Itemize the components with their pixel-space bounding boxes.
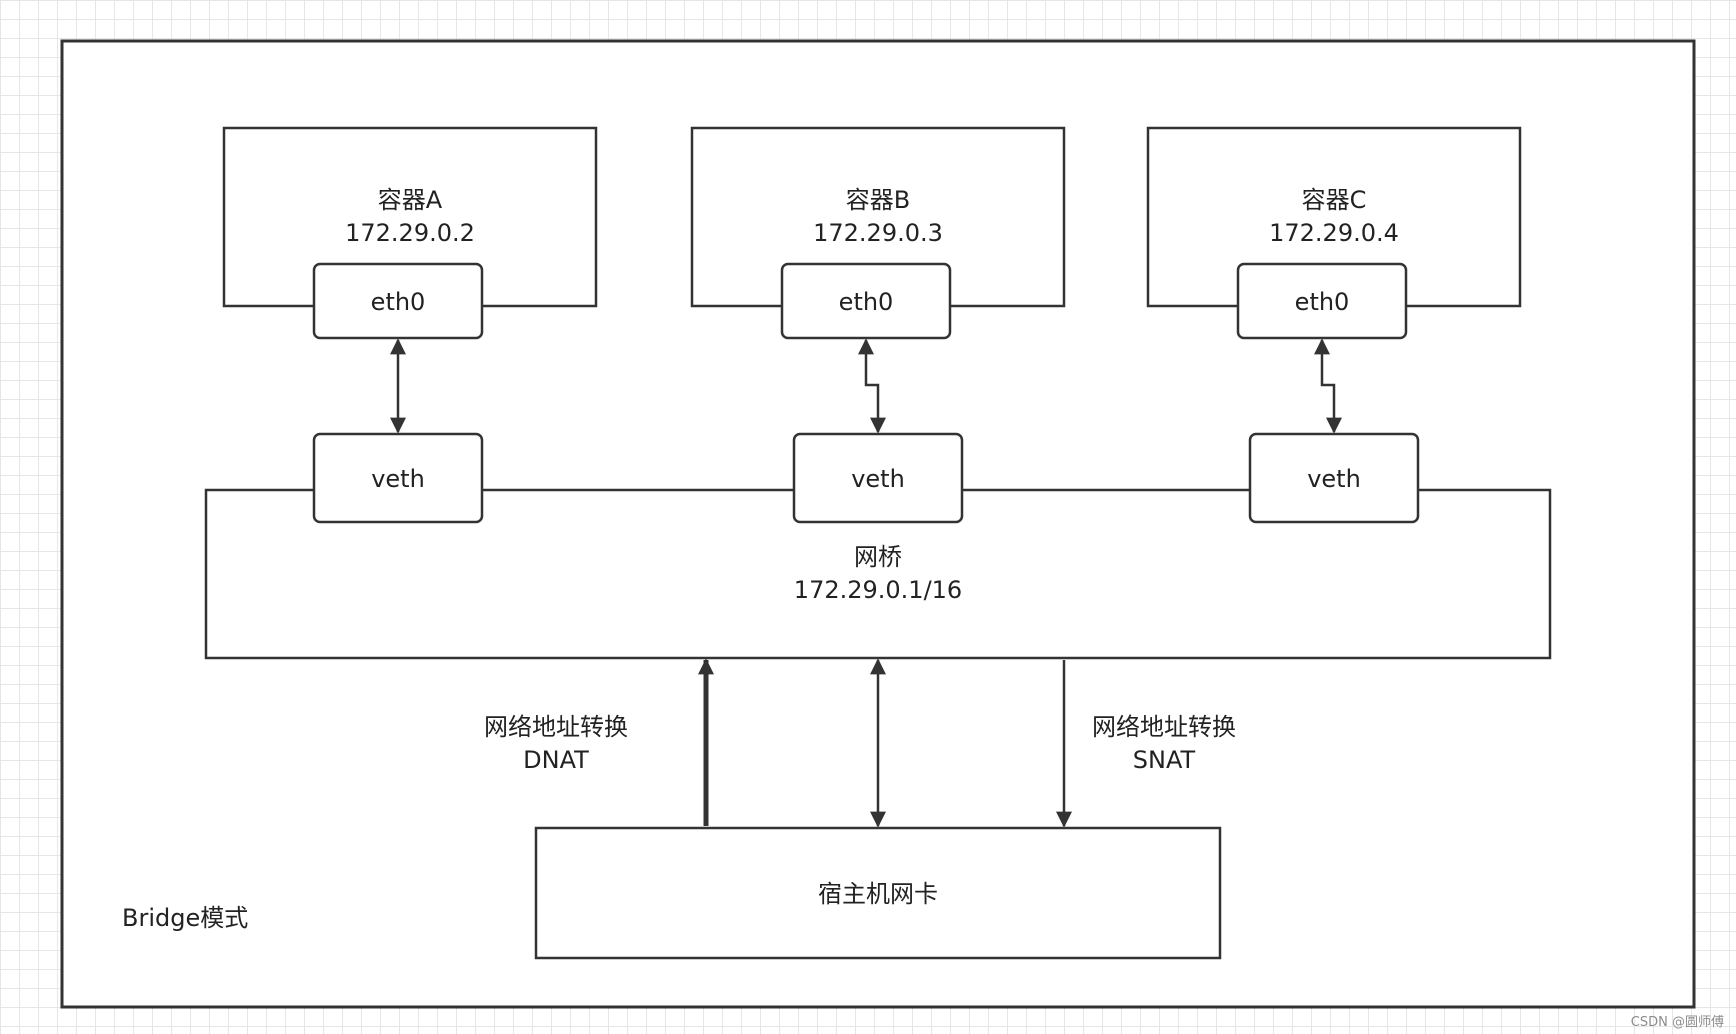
eth0-c-label: eth0 xyxy=(1295,288,1350,316)
container-c-ip: 172.29.0.4 xyxy=(1269,219,1399,247)
eth0-a-box xyxy=(312,262,484,340)
container-a-ip: 172.29.0.2 xyxy=(345,219,475,247)
container-c-name: 容器C xyxy=(1302,186,1367,214)
veth-b-box xyxy=(792,432,964,524)
veth-b-label: veth xyxy=(851,465,905,493)
eth0-c-box xyxy=(1236,262,1408,340)
host-nic-label: 宿主机网卡 xyxy=(818,880,938,908)
dnat-sub: DNAT xyxy=(523,746,589,774)
snat-sub: SNAT xyxy=(1133,746,1196,774)
dnat-title: 网络地址转换 xyxy=(484,713,628,741)
container-a-name: 容器A xyxy=(378,186,443,214)
host-nic-box xyxy=(534,826,1222,960)
snat-title: 网络地址转换 xyxy=(1092,713,1236,741)
veth-c-box xyxy=(1248,432,1420,524)
eth0-a-label: eth0 xyxy=(371,288,426,316)
mode-label: Bridge模式 xyxy=(122,904,248,932)
container-b-ip: 172.29.0.3 xyxy=(813,219,943,247)
bridge-name: 网桥 xyxy=(854,543,902,571)
veth-c-label: veth xyxy=(1307,465,1361,493)
container-b-box xyxy=(690,126,1066,308)
container-b-name: 容器B xyxy=(846,186,910,214)
eth0-veth-b-arrow xyxy=(858,338,886,434)
eth0-veth-c-arrow xyxy=(1314,338,1342,434)
veth-a-label: veth xyxy=(371,465,425,493)
eth0-b-label: eth0 xyxy=(839,288,894,316)
veth-a-box xyxy=(312,432,484,524)
watermark: CSDN @圆师傅 xyxy=(1630,1015,1724,1030)
eth0-b-box xyxy=(780,262,952,340)
bridge-subnet: 172.29.0.1/16 xyxy=(794,576,962,604)
